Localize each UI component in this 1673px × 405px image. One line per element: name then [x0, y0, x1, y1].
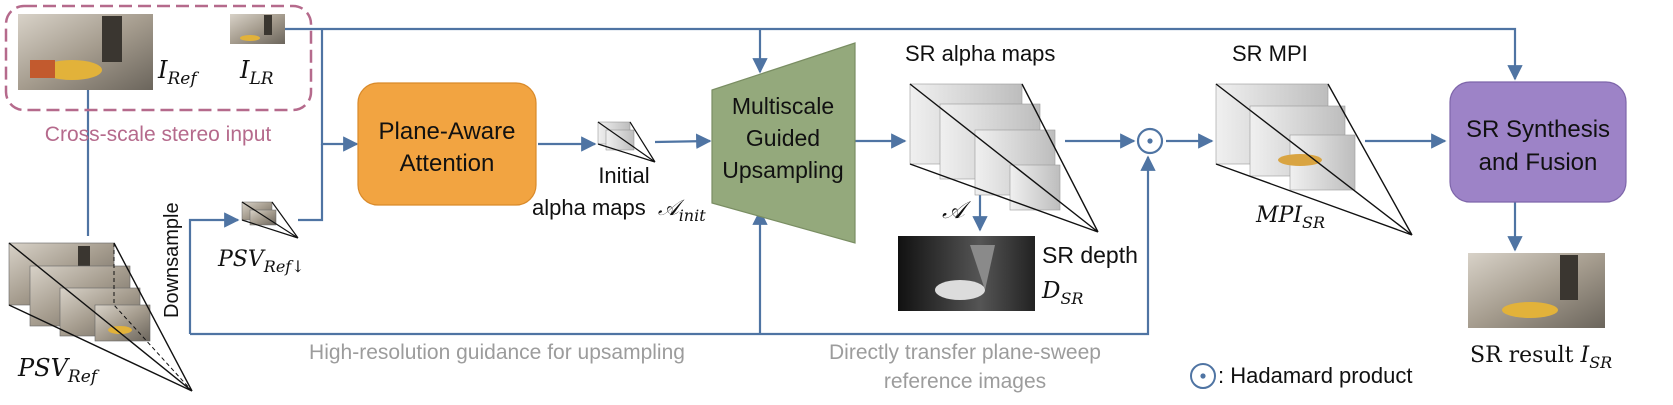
lr-image-thumbnail [230, 14, 285, 44]
psv-to-downsample-arrow [188, 212, 240, 334]
sr-alpha-stack: SR alpha maps 𝒜 [905, 41, 1099, 233]
guidance-line [190, 155, 1156, 336]
sr-alpha-label: SR alpha maps [905, 41, 1055, 66]
downsample-label: Downsample [161, 202, 183, 318]
sr-result: SR result ISR [1468, 253, 1612, 372]
sr-synthesis-block: SR Synthesis and Fusion [1449, 81, 1627, 203]
initial-alpha-line2: alpha maps 𝒜init [532, 195, 706, 225]
sr-mpi-stack: SR MPI MPISR [1215, 41, 1413, 236]
psv-ref-stack: PSVRef [8, 242, 193, 392]
connections [86, 27, 1523, 336]
hadamard-legend: : Hadamard product [1190, 363, 1412, 389]
psv-down-stack: PSVRef↓ [217, 201, 305, 276]
synthesis-line2: and Fusion [1479, 149, 1598, 176]
psv-down-to-attention [298, 144, 324, 222]
plane-aware-attention-block: Plane-Aware Attention [357, 82, 537, 206]
upsampling-line2: Guided [746, 125, 820, 151]
transfer-label-line2: reference images [884, 370, 1046, 393]
sr-depth-line1: SR depth [1042, 242, 1138, 268]
input-group: IRef ILR Cross-scale stereo input [4, 4, 313, 146]
psv-down-label: PSVRef↓ [217, 247, 305, 276]
lr-to-synthesis-line [282, 27, 1523, 81]
attention-line2: Attention [400, 150, 495, 177]
upsampling-line3: Upsampling [722, 157, 843, 183]
sr-depth-symbol: DSR [1041, 278, 1083, 308]
initial-alpha-line1: Initial [598, 163, 649, 188]
sr-mpi-symbol: MPISR [1255, 203, 1325, 232]
input-dashed-box [4, 4, 313, 112]
ref-image-thumbnail [18, 14, 153, 90]
psv-ref-label: PSVRef [17, 354, 100, 387]
synthesis-line1: SR Synthesis [1466, 116, 1610, 143]
initial-alpha-stack: Initial alpha maps 𝒜init [532, 121, 706, 225]
multiscale-upsampling-block: Multiscale Guided Upsampling [711, 42, 856, 244]
lr-image-label: ILR [239, 56, 274, 89]
ref-image-label: IRef [157, 56, 199, 89]
lr-down-to-attention [320, 29, 359, 152]
alpha-to-upsampling-arrow [654, 133, 712, 149]
guidance-label: High-resolution guidance for upsampling [309, 341, 685, 364]
sr-alpha-symbol: 𝒜 [942, 196, 972, 224]
sr-depth: SR depth DSR [898, 236, 1138, 311]
transfer-label-line1: Directly transfer plane-sweep [829, 341, 1101, 364]
input-group-label: Cross-scale stereo input [45, 123, 272, 146]
sr-mpi-label: SR MPI [1232, 41, 1308, 66]
hadamard-operator [1136, 127, 1164, 155]
sr-result-label: SR result ISR [1470, 343, 1612, 372]
upsampling-line1: Multiscale [732, 93, 834, 119]
hadamard-legend-label: : Hadamard product [1218, 363, 1412, 388]
attention-line1: Plane-Aware [379, 118, 516, 145]
